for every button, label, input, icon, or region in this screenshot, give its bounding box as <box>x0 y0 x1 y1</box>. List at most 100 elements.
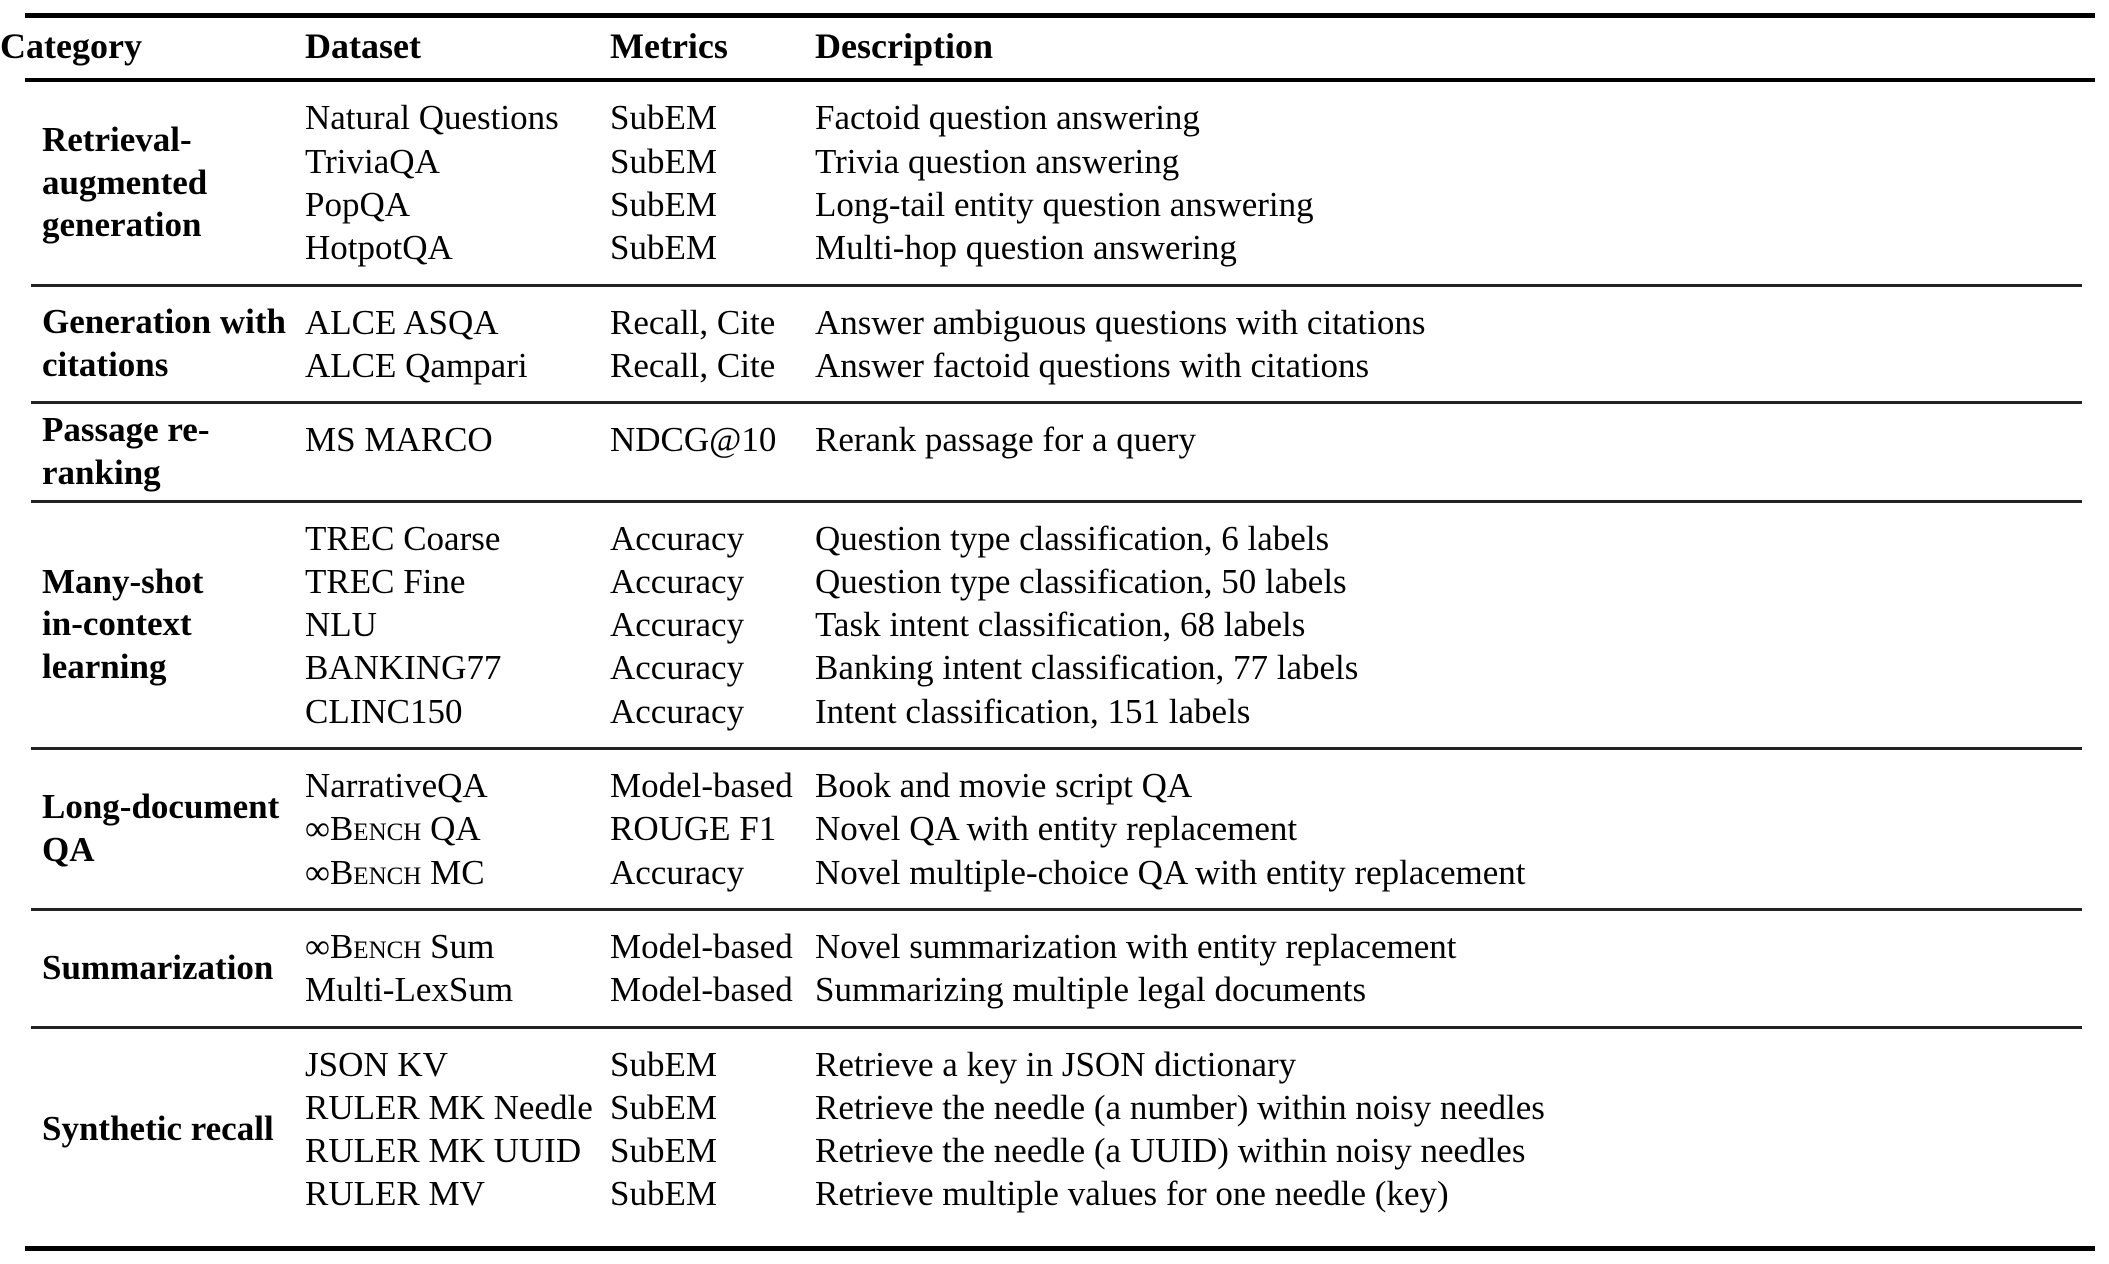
dataset-cell: ALCE Qampari <box>305 345 528 385</box>
description-cell: Answer ambiguous questions with citation… <box>815 302 1426 342</box>
table-row: HotpotQA SubEM Multi-hop question answerin… <box>305 226 2109 269</box>
metrics-cell: Recall, Cite <box>610 345 776 385</box>
table-row: RULER MK UUID SubEM Retrieve the needle (a… <box>305 1129 2109 1172</box>
block-padding-bottom <box>305 462 2109 471</box>
description-cell: Book and movie script QA <box>815 766 1193 806</box>
dataset-cell: HotpotQA <box>305 228 453 268</box>
dataset-cell: Natural Questions <box>305 98 559 138</box>
dataset-cell: ALCE ASQA <box>305 302 499 342</box>
description-cell: Retrieve the needle (a UUID) within nois… <box>815 1131 1526 1171</box>
dataset-cell: ∞Bench QA <box>305 809 481 849</box>
dataset-cell: NarrativeQA <box>305 766 488 806</box>
group-separator-rule <box>0 396 2109 409</box>
metrics-cell: Model-based <box>610 926 793 966</box>
table-top-rule <box>0 0 2109 18</box>
description-cell: Intent classification, 151 labels <box>815 691 1251 731</box>
description-cell: Question type classification, 50 labels <box>815 561 1347 601</box>
metrics-cell: Model-based <box>610 766 793 806</box>
dataset-cell: Multi-LexSum <box>305 970 514 1010</box>
group-separator-rule <box>0 742 2109 755</box>
description-cell: Retrieve the needle (a number) within no… <box>815 1087 1545 1127</box>
dataset-cell: RULER MV <box>305 1174 485 1214</box>
dataset-cell: TriviaQA <box>305 141 440 181</box>
dataset-cell: BANKING77 <box>305 648 502 688</box>
group-rows-cell: NarrativeQA Model-based Book and movie scr… <box>305 755 2109 903</box>
description-cell: Novel summarization with entity replacem… <box>815 926 1457 966</box>
description-cell: Multi-hop question answering <box>815 228 1237 268</box>
block-padding-bottom <box>305 387 2109 396</box>
metrics-cell: Accuracy <box>610 561 745 601</box>
description-cell: Banking intent classification, 77 labels <box>815 648 1359 688</box>
description-cell: Retrieve a key in JSON dictionary <box>815 1044 1297 1084</box>
block-padding-bottom <box>305 894 2109 903</box>
column-header-metrics: Metrics <box>610 26 728 66</box>
block-padding-bottom <box>305 733 2109 742</box>
description-cell: Rerank passage for a query <box>815 420 1196 460</box>
metrics-cell: SubEM <box>610 1044 717 1084</box>
table-row: TriviaQA SubEM Trivia question answering <box>305 140 2109 183</box>
metrics-cell: SubEM <box>610 228 717 268</box>
dataset-cell: MS MARCO <box>305 420 493 460</box>
dataset-cell: RULER MK Needle <box>305 1087 593 1127</box>
description-cell: Long-tail entity question answering <box>815 185 1314 225</box>
description-cell: Retrieve multiple values for one needle … <box>815 1174 1449 1214</box>
column-header-dataset: Dataset <box>305 26 421 66</box>
group-separator-rule <box>0 495 2109 508</box>
description-cell: Novel QA with entity replacement <box>815 809 1298 849</box>
block-padding-top <box>305 1034 2109 1043</box>
category-cell: Passage re-ranking <box>42 410 210 492</box>
metrics-cell: Accuracy <box>610 691 745 731</box>
dataset-cell: TREC Coarse <box>305 518 501 558</box>
description-cell: Question type classification, 6 labels <box>815 518 1330 558</box>
group-separator-rule <box>0 279 2109 292</box>
metrics-cell: SubEM <box>610 1174 717 1214</box>
description-cell: Answer factoid questions with citations <box>815 345 1370 385</box>
description-cell: Trivia question answering <box>815 141 1180 181</box>
group-subtable: NarrativeQA Model-based Book and movie scr… <box>305 755 2109 903</box>
group-subtable: ALCE ASQA Recall, Cite Answer ambiguous qu… <box>305 292 2109 397</box>
block-padding-bottom <box>305 1012 2109 1021</box>
column-header-description: Description <box>815 26 993 66</box>
block-padding-top <box>305 292 2109 301</box>
metrics-cell: SubEM <box>610 98 717 138</box>
metrics-cell: SubEM <box>610 185 717 225</box>
table-row: ALCE Qampari Recall, Cite Answer factoid q… <box>305 344 2109 387</box>
category-cell: Summarization <box>42 947 274 987</box>
dataset-cell: RULER MK UUID <box>305 1131 582 1171</box>
table-header-rule <box>0 73 2109 87</box>
table-row: NarrativeQA Model-based Book and movie scr… <box>305 764 2109 807</box>
metrics-cell: ROUGE F1 <box>610 809 777 849</box>
metrics-cell: SubEM <box>610 141 717 181</box>
category-cell: Synthetic recall <box>42 1108 274 1148</box>
metrics-cell: SubEM <box>610 1131 717 1171</box>
table-row: RULER MV SubEM Retrieve multiple values fo… <box>305 1172 2109 1215</box>
block-padding-bottom <box>305 270 2109 279</box>
